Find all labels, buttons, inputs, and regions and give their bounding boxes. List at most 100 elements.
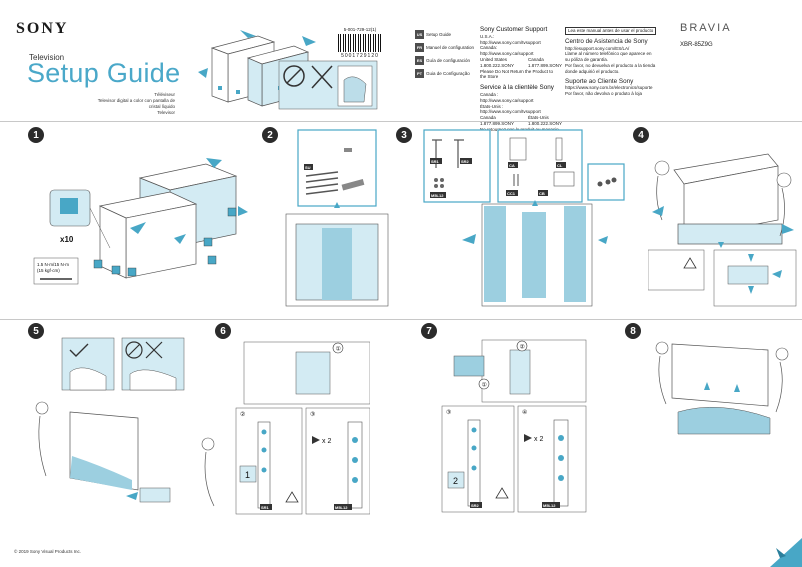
step-3-number: 3 xyxy=(396,127,412,143)
part-label-cc1: CC1 xyxy=(507,191,516,196)
step-2-number: 2 xyxy=(262,127,278,143)
copyright: © 2019 Sony Visual Products Inc. xyxy=(14,549,82,554)
phone-number: 1.877.899.SONY xyxy=(528,62,563,68)
section-divider xyxy=(0,121,802,122)
sub-step-marker: ② xyxy=(520,344,525,351)
callout-torque: 1.5 N·m/15 N·m xyxy=(37,262,69,267)
step-5-illustration xyxy=(35,337,215,507)
phone-label: Canada xyxy=(480,115,496,121)
step-2-illustration: SU xyxy=(285,129,389,307)
subtitle-es: Televisor digital a color con pantalla d… xyxy=(97,98,175,109)
part-label-cb: CB xyxy=(539,191,545,196)
support-us-note: Please Do Not Return the Product to the … xyxy=(480,68,554,80)
support-us-link[interactable]: http://www.sony.com/tvsupport xyxy=(480,39,541,45)
language-code: FR xyxy=(415,43,424,52)
subtitle-lines: Téléviseur Televisor digital a color con… xyxy=(85,92,175,116)
step-5-number: 5 xyxy=(28,323,44,339)
product-line: Television xyxy=(29,53,65,62)
support-pt-title: Suporte ao Cliente Sony xyxy=(565,77,634,85)
callout-torque-kgf: (15 kgf·cm) xyxy=(37,268,60,273)
section-divider xyxy=(0,319,802,320)
subtitle-fr: Téléviseur xyxy=(154,92,175,97)
phone-label: Canada xyxy=(528,56,544,62)
part-label-m5l12: M5L12 xyxy=(543,503,556,508)
language-code: US xyxy=(415,30,424,39)
support-es-line: Por favor, no devuelva el producto a la … xyxy=(565,62,656,74)
sub-step-marker: ② xyxy=(240,411,245,418)
support-fr-link[interactable]: http://www.sony.com/tvsupport xyxy=(480,109,541,115)
sub-step-marker: ③ xyxy=(310,411,315,418)
callout-x10: x10 xyxy=(60,235,74,244)
phone-number: 1.800.222.SONY xyxy=(528,120,563,126)
step-7-illustration: ② ① ③ 2 SR2 ④ x 2 M5L12 xyxy=(441,339,587,513)
sub-step-marker: ④ xyxy=(522,409,527,416)
part-label-m5l12: M5L12 xyxy=(335,505,348,510)
support-es-pt: Lea este manual antes de usar el product… xyxy=(565,27,657,97)
step-1-illustration: x10 1.5 N·m/15 N·m (15 kgf·cm) xyxy=(33,158,248,285)
part-label-cl: CL xyxy=(557,163,563,168)
subtitle-pt: Televisor xyxy=(157,110,175,115)
callout-x2: x 2 xyxy=(534,436,543,443)
do-not-illustration xyxy=(278,60,378,110)
page-corner-icon xyxy=(770,538,802,567)
warning-icon xyxy=(285,491,299,503)
step-4-illustration xyxy=(648,153,797,307)
part-label-m5l12: M5L12 xyxy=(431,193,444,198)
prohibited-icon xyxy=(125,341,143,359)
language-label: Setup Guide xyxy=(426,32,452,37)
warning-icon xyxy=(495,487,509,499)
part-index: 2 xyxy=(453,476,458,486)
support-us-line: Canada: xyxy=(480,45,498,51)
step-6-number: 6 xyxy=(215,323,231,339)
callout-x2: x 2 xyxy=(322,438,331,445)
support-fr-link[interactable]: http://www.sony.ca/support xyxy=(480,97,534,103)
part-number: 5-001-729-12(1) xyxy=(343,27,377,32)
page-title: Setup Guide xyxy=(27,58,181,88)
prohibited-icon xyxy=(283,65,305,87)
support-us-fr: Sony Customer Support U.S.A.: http://www… xyxy=(480,26,563,133)
support-fr-line: Canada : xyxy=(480,91,499,97)
phone-label: États-Unis xyxy=(528,115,549,121)
sub-step-marker: ① xyxy=(336,346,341,353)
language-label: Guia de Configuração xyxy=(426,71,470,76)
step-4-number: 4 xyxy=(633,127,649,143)
language-label: Manuel de configuration xyxy=(426,45,475,50)
barcode xyxy=(338,34,382,52)
language-code: PT xyxy=(415,69,424,78)
phone-number: 1.800.222.SONY xyxy=(480,62,515,68)
checkmark-icon xyxy=(69,343,89,357)
part-index: 1 xyxy=(245,470,250,480)
sub-step-marker: ① xyxy=(482,382,487,389)
support-fr-note: Ne retournez pas le produit au magasin xyxy=(480,126,559,132)
support-us-line: U.S.A.: xyxy=(480,33,495,39)
support-es-title: Centro de Asistencia de Sony xyxy=(565,37,648,45)
support-es-link[interactable]: http://esupport.sony.com/ES/LA/ xyxy=(565,45,630,51)
part-label-sr1: SR1 xyxy=(261,505,270,510)
support-fr-line: États-Unis : xyxy=(480,103,504,109)
support-fr-title: Service à la clientèle Sony xyxy=(480,84,554,92)
step-8-number: 8 xyxy=(625,323,641,339)
bravia-logo: BRAVIA xyxy=(680,22,732,34)
step-8-illustration xyxy=(655,341,789,435)
barcode-block: 5-001-729-12(1) 5001729120 xyxy=(338,27,382,59)
step-7-number: 7 xyxy=(421,323,437,339)
barcode-number: 5001729120 xyxy=(341,53,379,59)
phone-number: 1.877.899.SONY xyxy=(480,120,515,126)
part-label-su: SU xyxy=(305,165,311,170)
step-3-illustration: SR1 SR2 M5L12 CA CL CC1 CB xyxy=(423,129,625,307)
warning-icon xyxy=(683,257,697,269)
language-code: ES xyxy=(415,56,424,65)
step-6-illustration: ① ② 1 SR1 ③ x 2 M5L12 xyxy=(235,341,370,515)
language-item: ES Guía de configuración xyxy=(415,55,474,66)
phone-label: United States xyxy=(480,56,508,62)
sony-logo: SONY xyxy=(16,20,69,37)
language-item: US Setup Guide xyxy=(415,29,474,40)
part-label-sr1: SR1 xyxy=(431,159,440,164)
language-list: US Setup Guide FR Manuel de configuratio… xyxy=(415,29,474,81)
support-us-link[interactable]: http://www.sony.ca/support xyxy=(480,51,534,57)
support-pt-link[interactable]: https://www.sony.com.br/electronics/supo… xyxy=(565,85,653,91)
part-label-sr2: SR2 xyxy=(471,503,480,508)
sub-step-marker: ③ xyxy=(446,409,451,416)
